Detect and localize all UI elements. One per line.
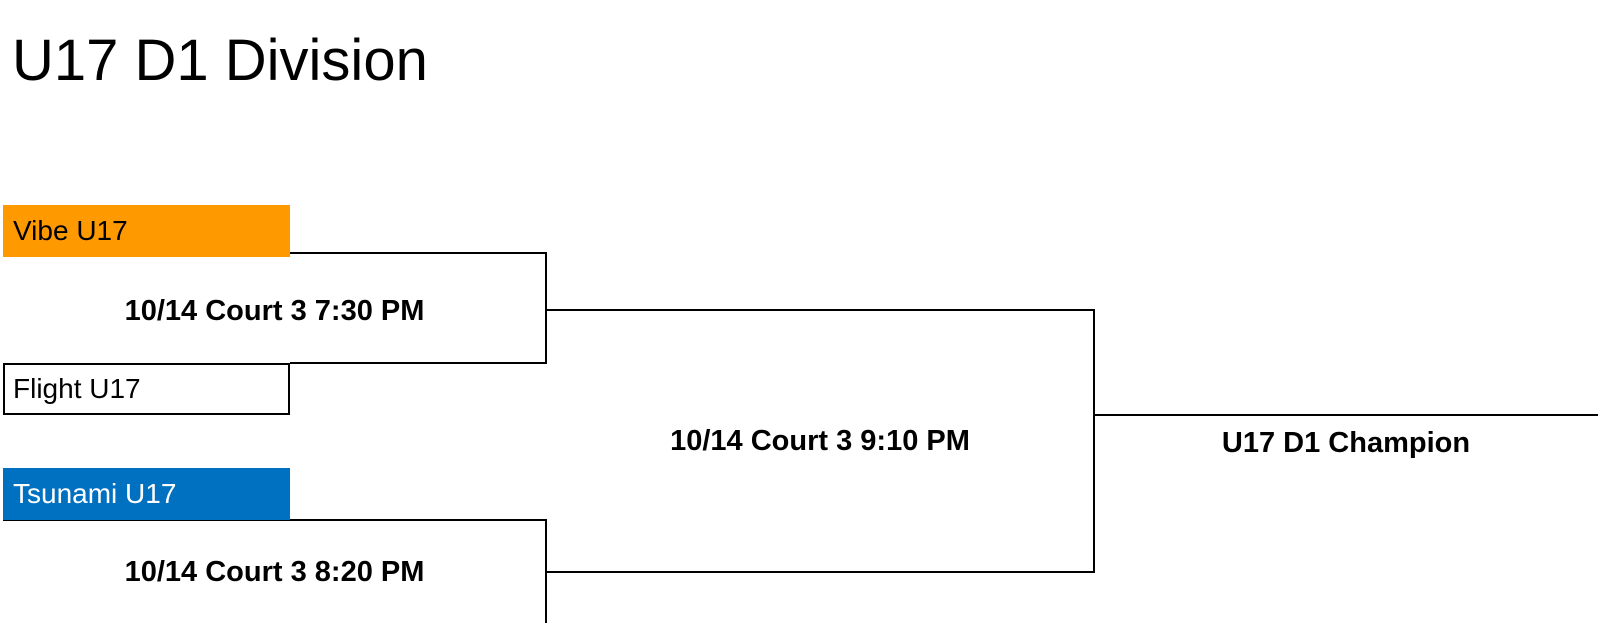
page-title: U17 D1 Division	[12, 28, 428, 93]
team-name-vibe: Vibe U17	[13, 215, 128, 246]
match-2-connector	[3, 519, 547, 623]
team-slot-flight: Flight U17	[3, 363, 290, 415]
team-name-tsunami: Tsunami U17	[13, 478, 177, 509]
match-1-label: 10/14 Court 3 7:30 PM	[124, 295, 425, 327]
match-3-label: 10/14 Court 3 9:10 PM	[670, 425, 970, 457]
champion-label: U17 D1 Champion	[1221, 427, 1471, 459]
team-slot-tsunami: Tsunami U17	[3, 468, 290, 520]
match-2-label: 10/14 Court 3 8:20 PM	[124, 556, 425, 588]
match-3-connector	[546, 309, 1095, 573]
team-slot-vibe: Vibe U17	[3, 205, 290, 257]
team-name-flight: Flight U17	[13, 373, 141, 404]
